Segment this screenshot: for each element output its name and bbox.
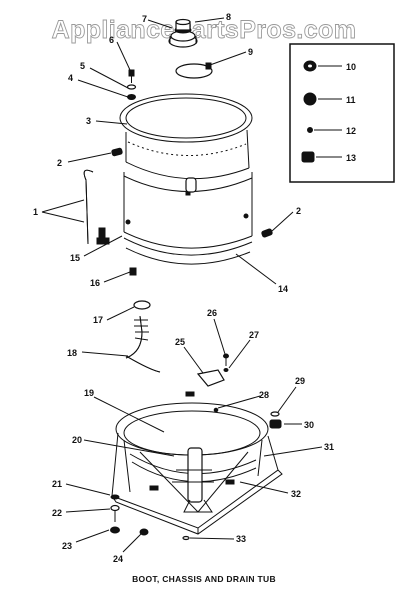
callout-4: 4: [68, 73, 73, 83]
watermark-text: AppliancePartsPros.com: [52, 16, 357, 44]
callout-9: 9: [248, 47, 253, 57]
diagram-caption: BOOT, CHASSIS AND DRAIN TUB: [132, 574, 276, 584]
callout-19: 19: [84, 388, 94, 398]
leg-hardware: [110, 494, 149, 536]
o-ring: [133, 300, 151, 310]
leader-lines: [41, 17, 323, 553]
callout-1: 1: [33, 207, 38, 217]
callout-12: 12: [346, 126, 356, 136]
callout-21: 21: [52, 479, 62, 489]
callout-27: 27: [249, 330, 259, 340]
clamp-ring: [175, 62, 213, 79]
callout-8: 8: [226, 12, 231, 22]
callout-3: 3: [86, 116, 91, 126]
callout-20: 20: [72, 435, 82, 445]
callout-10: 10: [346, 62, 356, 72]
pad: [196, 369, 225, 387]
drain-hose: [125, 315, 161, 373]
callout-25: 25: [175, 337, 185, 347]
tub-nut: [129, 267, 137, 275]
leveling-foot: [269, 411, 282, 429]
callout-17: 17: [93, 315, 103, 325]
hoses: [83, 169, 110, 245]
callout-22: 22: [52, 508, 62, 518]
callout-labels: 7 8 9 6 5 4 3 2 1 2 15 16 14 17 18 26 27…: [33, 12, 356, 564]
drain-tub: [119, 93, 253, 276]
callout-28: 28: [259, 390, 269, 400]
callout-7: 7: [142, 14, 147, 24]
callout-18: 18: [67, 348, 77, 358]
callout-6: 6: [109, 35, 114, 45]
callout-2: 2: [57, 158, 62, 168]
pulley-assembly: [168, 18, 198, 48]
callout-5: 5: [80, 61, 85, 71]
callout-11: 11: [346, 95, 356, 105]
bolt-head: [223, 353, 229, 359]
callout-30: 30: [304, 420, 314, 430]
callout-32: 32: [291, 489, 301, 499]
callout-24: 24: [113, 554, 123, 564]
inset-box: [289, 43, 395, 183]
callout-31: 31: [324, 442, 334, 452]
callout-2-right: 2: [296, 206, 301, 216]
callout-23: 23: [62, 541, 72, 551]
tub-screws: [126, 69, 137, 100]
chassis: [111, 391, 283, 535]
callout-26: 26: [207, 308, 217, 318]
callout-29: 29: [295, 376, 305, 386]
callout-33: 33: [236, 534, 246, 544]
callout-13: 13: [346, 153, 356, 163]
base-screw: [182, 535, 190, 541]
chassis-fastener: [213, 407, 219, 413]
callout-14: 14: [278, 284, 288, 294]
plug-left: [111, 147, 123, 157]
callout-16: 16: [90, 278, 100, 288]
plug-right: [261, 228, 273, 238]
callout-15: 15: [70, 253, 80, 263]
